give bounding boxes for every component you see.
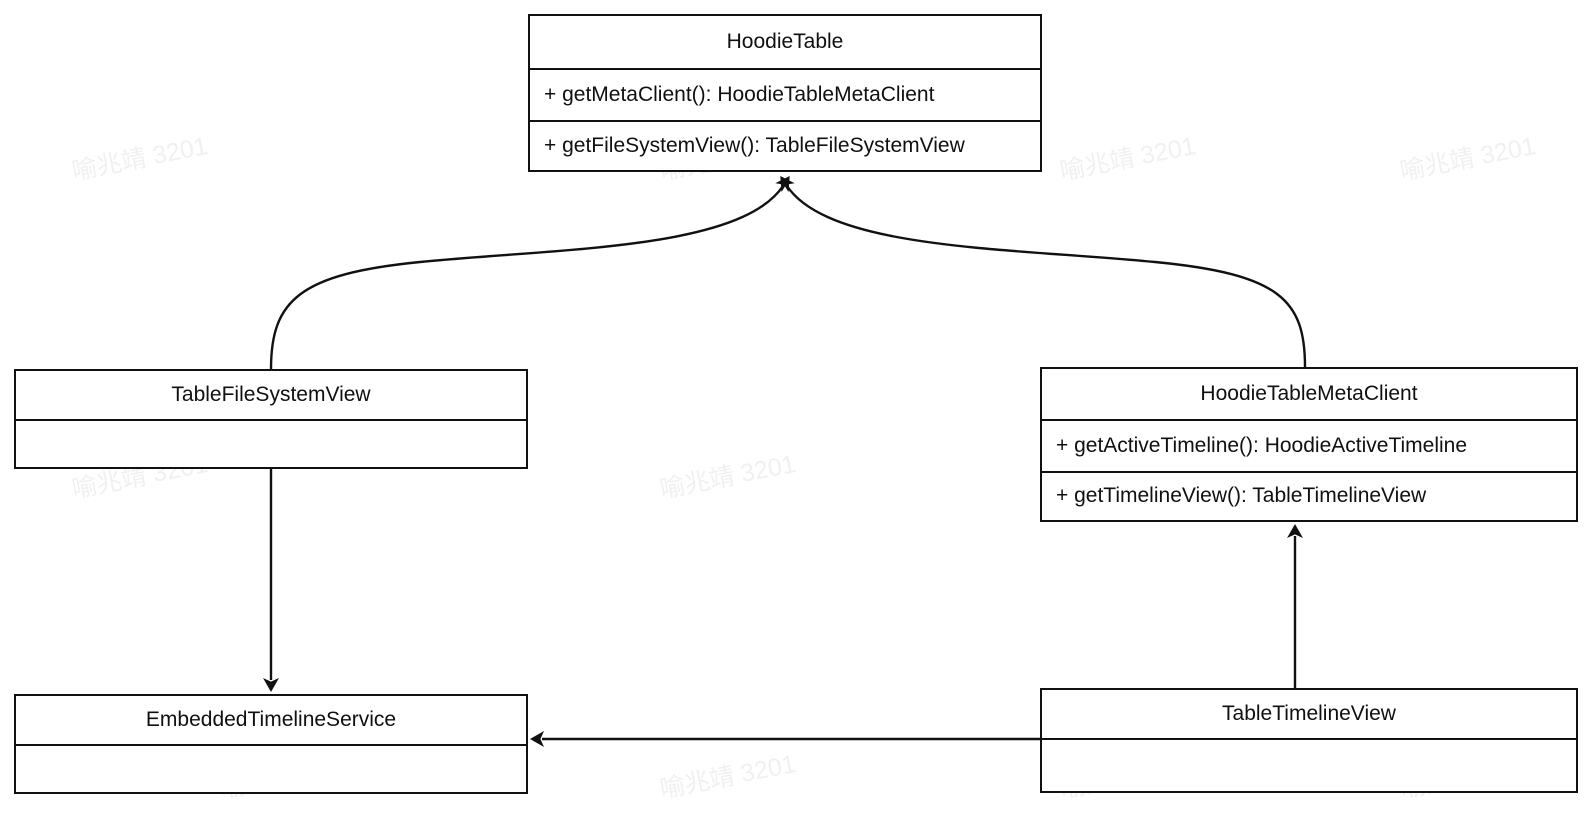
uml-class-table-timeline-view[interactable]: TableTimelineView — [1040, 688, 1578, 793]
uml-class-members-embedded-timeline-service — [16, 746, 526, 792]
uml-class-name-table-timeline-view: TableTimelineView — [1042, 690, 1576, 740]
uml-class-embedded-timeline-service[interactable]: EmbeddedTimelineService — [14, 694, 528, 794]
uml-class-members-empty-table-timeline-view — [1042, 740, 1576, 791]
uml-class-name-hoodie-table: HoodieTable — [530, 16, 1040, 70]
uml-class-members-table-file-system-view — [16, 421, 526, 467]
uml-class-hoodie-table-meta-client[interactable]: HoodieTableMetaClient + getActiveTimeline… — [1040, 367, 1578, 522]
uml-class-name-hoodie-table-meta-client: HoodieTableMetaClient — [1042, 369, 1576, 421]
uml-class-name-table-file-system-view: TableFileSystemView — [16, 371, 526, 421]
uml-member: + getFileSystemView(): TableFileSystemVi… — [530, 120, 1040, 170]
uml-member: + getActiveTimeline(): HoodieActiveTimel… — [1056, 433, 1468, 457]
uml-class-members-empty-table-file-system-view — [16, 421, 526, 467]
watermark-text: 喻兆靖 3201 — [657, 749, 799, 804]
watermark-text: 喻兆靖 3201 — [1057, 131, 1199, 186]
uml-class-members-hoodie-table-meta-client: + getActiveTimeline(): HoodieActiveTimel… — [1042, 421, 1576, 520]
uml-class-hoodie-table[interactable]: HoodieTable+ getMetaClient(): HoodieTabl… — [528, 14, 1042, 172]
uml-class-members-empty-embedded-timeline-service — [16, 746, 526, 792]
watermark-text: 喻兆靖 3201 — [1397, 131, 1539, 186]
watermark-text: 喻兆靖 3201 — [657, 449, 799, 504]
edge-hoodietablemetaclient-to-hoodietable — [780, 176, 1307, 368]
edge-tablefilesystemview-to-hoodietable — [269, 176, 790, 370]
watermark-text: 喻兆靖 3201 — [69, 131, 211, 186]
uml-member: + getMetaClient(): HoodieTableMetaClient — [544, 83, 935, 106]
uml-member: + getTimelineView(): TableTimelineView — [1042, 470, 1576, 521]
uml-class-members-table-timeline-view — [1042, 740, 1576, 791]
uml-class-members-hoodie-table: + getMetaClient(): HoodieTableMetaClient… — [530, 70, 1040, 170]
uml-class-table-file-system-view[interactable]: TableFileSystemView — [14, 369, 528, 469]
uml-class-name-embedded-timeline-service: EmbeddedTimelineService — [16, 696, 526, 746]
